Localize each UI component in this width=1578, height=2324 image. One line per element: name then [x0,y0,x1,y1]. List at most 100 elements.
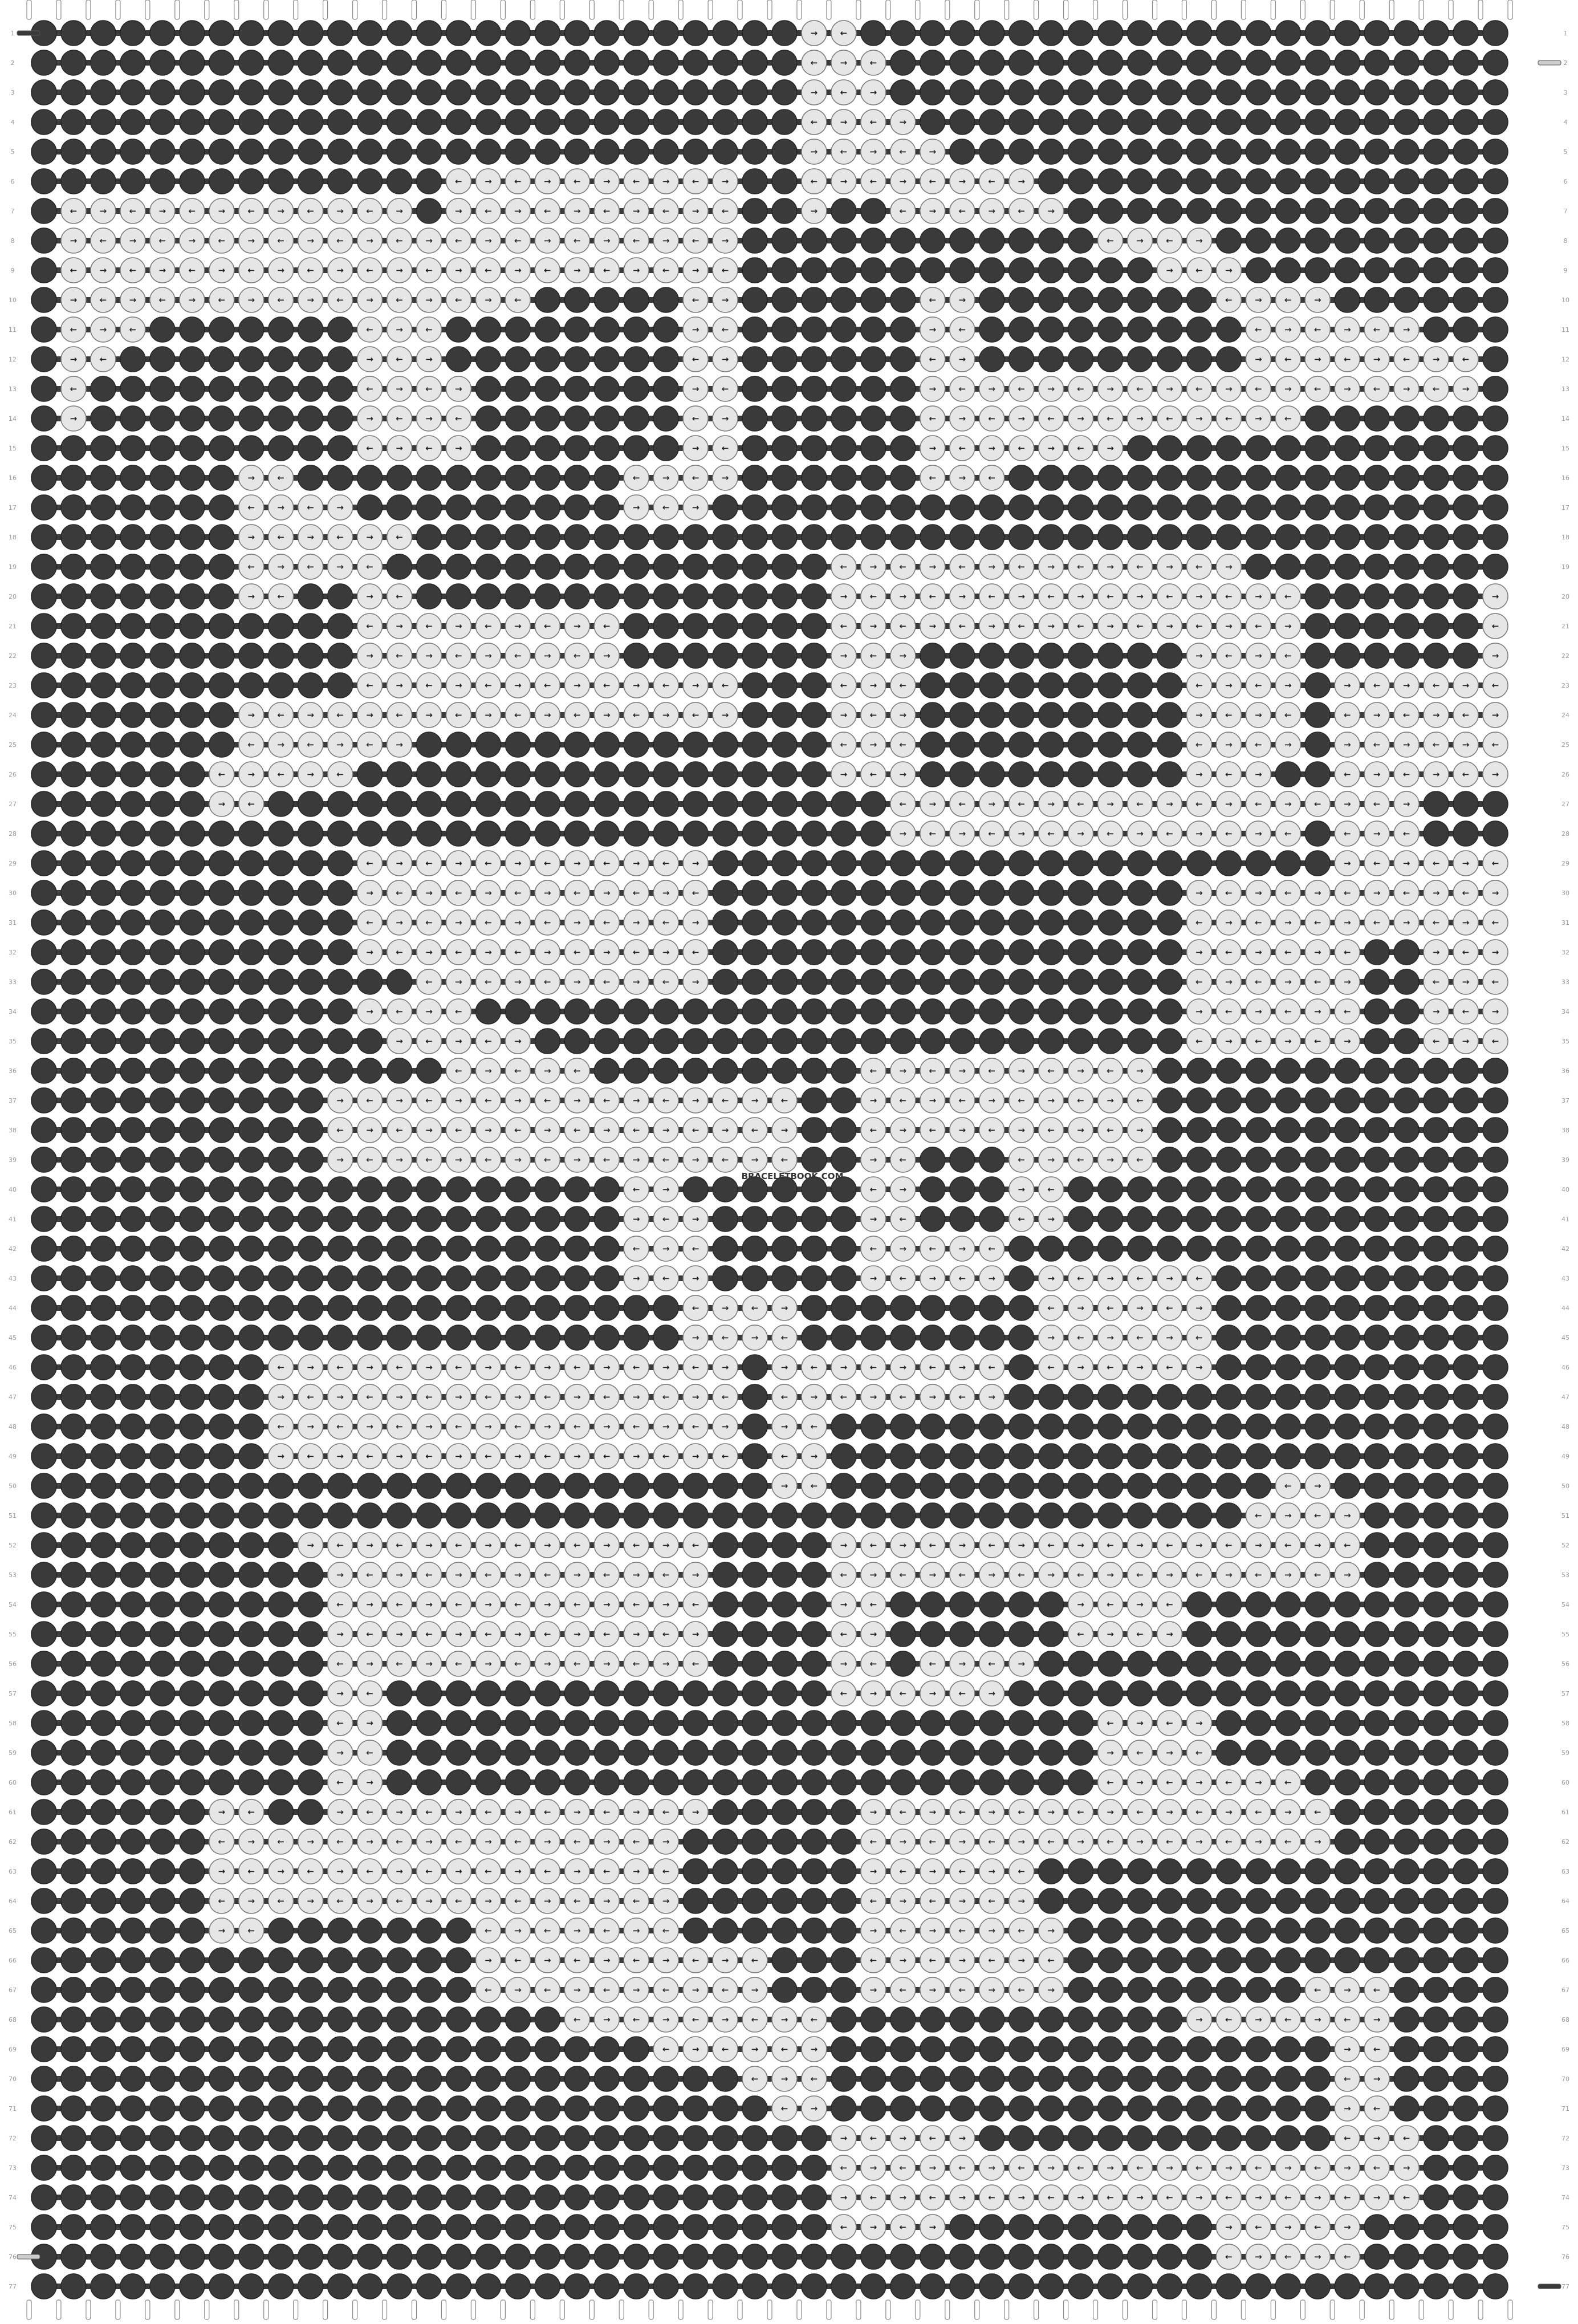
knot [712,1236,738,1262]
knot [978,346,1005,372]
knot-arrow: ← [1492,977,1499,987]
knot-arrow: → [603,1540,611,1550]
knot [564,1502,591,1529]
knot [623,435,649,461]
knot [60,2095,87,2122]
knot [801,732,827,758]
knot [120,2214,146,2240]
knot [60,465,87,491]
knot [890,1473,916,1499]
knot [1156,1443,1183,1469]
thread-tail-top [381,0,388,20]
knot-arrow: → [1166,265,1173,275]
knot [801,1799,827,1825]
knot [1423,1562,1449,1588]
knot [771,1058,798,1084]
knot-arrow: → [1433,947,1440,957]
knot-arrow: → [396,265,403,275]
knot [1304,1236,1331,1262]
knot [534,1236,561,1262]
knot [238,969,265,995]
knot [475,613,502,639]
knot-arrow: → [1255,1540,1262,1550]
knot [416,2184,442,2211]
knot-arrow: → [929,384,937,394]
knot [1275,761,1302,787]
knot-arrow: ← [1018,1214,1025,1224]
knot [475,2184,502,2211]
knot [90,494,116,521]
knot [920,1147,946,1173]
knot [238,1058,265,1084]
knot [90,998,116,1025]
knot-arrow: → [1255,591,1262,602]
knot-arrow: → [425,1421,433,1432]
knot-arrow: → [1462,917,1470,928]
knot-arrow: ← [1047,1303,1055,1313]
knot [149,702,176,728]
knot [1393,1562,1420,1588]
knot [1334,554,1360,580]
knot [653,672,679,698]
knot [327,1502,353,1529]
knot [890,316,916,343]
knot-arrow: → [1018,176,1025,186]
knot-arrow: ← [277,1362,284,1372]
knot [31,1947,57,1973]
knot [1008,2006,1035,2033]
knot [534,2066,561,2092]
knot [949,1443,975,1469]
knot [978,139,1005,165]
knot [90,346,116,372]
knot-arrow: → [633,1392,640,1402]
knot [1275,1680,1302,1707]
knot [209,909,235,936]
knot-arrow: ← [574,1066,581,1076]
knot [60,227,87,254]
knot [1393,1473,1420,1499]
knot [1097,287,1124,313]
knot [1097,1236,1124,1262]
knot [534,2036,561,2062]
knot-arrow: → [1047,206,1055,216]
knot [356,1473,383,1499]
knot-arrow: → [1255,828,1262,839]
knot [90,1265,116,1291]
knot [742,494,768,521]
knot [712,1502,738,1529]
knot [1186,405,1213,432]
knot [1334,1858,1360,1884]
knot [445,1295,472,1321]
knot [1364,1354,1390,1380]
knot [31,1324,57,1351]
knot [238,1265,265,1291]
knot-arrow: ← [514,1362,522,1372]
knot [564,50,591,76]
knot [742,1740,768,1766]
knot [831,643,857,669]
knot [564,139,591,165]
knot [120,405,146,432]
knot [1126,494,1153,521]
knot [801,1917,827,1944]
knot-arrow: → [336,1095,344,1106]
knot [593,998,620,1025]
knot-arrow: ← [1373,384,1381,394]
knot-arrow: → [574,1392,581,1402]
knot-arrow: → [870,1688,877,1699]
row-connector [39,1779,1500,1785]
knot-arrow: → [958,1362,966,1372]
knot [978,2273,1005,2299]
knot [238,79,265,105]
knot [1215,613,1242,639]
knot-arrow: ← [1107,1599,1114,1610]
knot [238,2244,265,2270]
knot [1067,2095,1094,2122]
knot-arrow: ← [396,1540,403,1550]
knot [1156,1473,1183,1499]
knot [593,761,620,787]
knot-arrow: ← [988,1540,995,1550]
knot-arrow: ← [633,235,640,246]
knot [534,702,561,728]
knot [1038,1502,1064,1529]
